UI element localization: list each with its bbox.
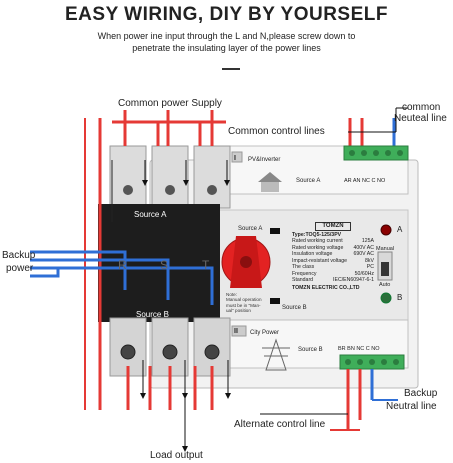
bottom-module-label: City Power [250,330,280,336]
spec-row: Rated working current 125A [292,238,374,245]
maker-label: TOMZN ELECTRIC CO.,LTD [292,284,360,291]
top-module-label: PV&Inverter [248,157,281,163]
spec-value: 400V AC [353,244,374,251]
brand-label: TOMZN [315,222,351,231]
spec-key: Standard [292,277,314,283]
spec-row: Rated working voltage 400V AC [292,245,374,252]
spec-key: Frequency [292,270,317,277]
bottom-terminal-labels: BR BN NC C NO [338,346,380,352]
top-module-number: I [234,155,236,162]
top-terminal-labels: AR AN NC C NO [344,178,386,184]
subtitle: When power ine input through the L and N… [40,30,413,54]
phase-r-label: R [118,258,127,272]
manual-note: Note: Manual operation must be in "Man- … [226,292,262,314]
screw [120,344,136,360]
top-terminal-r [109,145,147,209]
spec-row: Impact-resistant voltage 8kV [292,258,374,265]
common-supply-wires [112,110,226,146]
spec-key: Impact-resistant voltage [292,257,348,264]
common-neutral-line-1: common [402,102,441,113]
indicator-b-label: B [397,293,403,302]
screw [165,185,175,195]
top-terminal-t [193,145,231,209]
subtitle-line-1: When power ine input through the L and N… [97,31,356,41]
black-switch-block [98,204,220,322]
top-arrows [142,180,230,186]
bottom-module-source: Source B [298,347,323,353]
bottom-module-number: II [234,328,238,335]
manual-label: Manual [376,246,395,252]
solar-house-icon [258,172,282,192]
auto-label: Auto [379,282,391,288]
spec-row: Frequency 50/60Hz [292,271,374,278]
indicator-b-light [380,292,392,304]
backup-power-label-1: Backup [2,250,36,261]
handle-source-a-label: Source A [238,226,263,232]
indicator-a-label: A [397,225,403,234]
backup-power-wires [30,250,214,305]
common-power-supply-label: Common power Supply [118,98,222,109]
screw [204,344,220,360]
screw [162,344,178,360]
phase-s-label: S [160,258,169,272]
spec-row: Standard IEC/EN60947-6-1 [292,277,374,284]
common-neutral-line-label-2: Neuteal line [394,113,447,124]
screw [207,185,217,195]
handle-source-b-label: Source B [282,305,307,311]
backup-neutral-label-2: Neutral line [386,401,437,412]
source-a-top-label: Source A [134,210,167,219]
indicator-a-light [380,224,392,236]
alternate-control-line-label: Alternate control line [234,419,326,430]
screw [123,185,133,195]
alternate-control-wires [346,369,362,430]
backup-power-label-2: power [6,263,34,274]
common-control-lines-label: Common control lines [228,126,325,137]
spec-value: IEC/EN60947-6-1 [333,277,374,283]
spec-row: The class PC [292,264,374,271]
top-terminal-s [151,145,189,209]
spec-key: Rated working current [292,238,343,244]
backup-neutral-label-1: Backup [404,388,438,399]
divider [222,68,240,70]
spec-key: Rated working voltage [292,244,344,251]
phase-t-label: T [202,258,210,272]
type-label: Type:TOQ5-125/3PV [292,231,342,238]
rating-plate: TOMZN Type:TOQ5-125/3PV Rated working cu… [292,222,374,291]
page-title: EASY WIRING, DIY BY YOURSELF [65,4,388,25]
spec-row: Insulation voltage 690V AC [292,251,374,258]
spec-value: 50/60Hz [354,270,374,277]
spec-value: 8kV [365,257,374,264]
common-neutral-line-label: common [402,102,440,113]
subtitle-line-2: penetrate the insulating layer of the po… [132,43,321,53]
top-module-source: Source A [296,178,321,184]
power-pylon-icon [262,338,290,371]
spec-value: 125A [361,238,374,244]
load-output-label: Load output [150,450,203,461]
spec-key: Insulation voltage [292,251,333,257]
spec-value: 690V AC [353,251,374,257]
spec-key: The class [292,264,315,270]
spec-value: PC [366,264,374,270]
source-b-bottom-label: Source B [136,310,169,319]
load-output-wires [126,366,214,410]
